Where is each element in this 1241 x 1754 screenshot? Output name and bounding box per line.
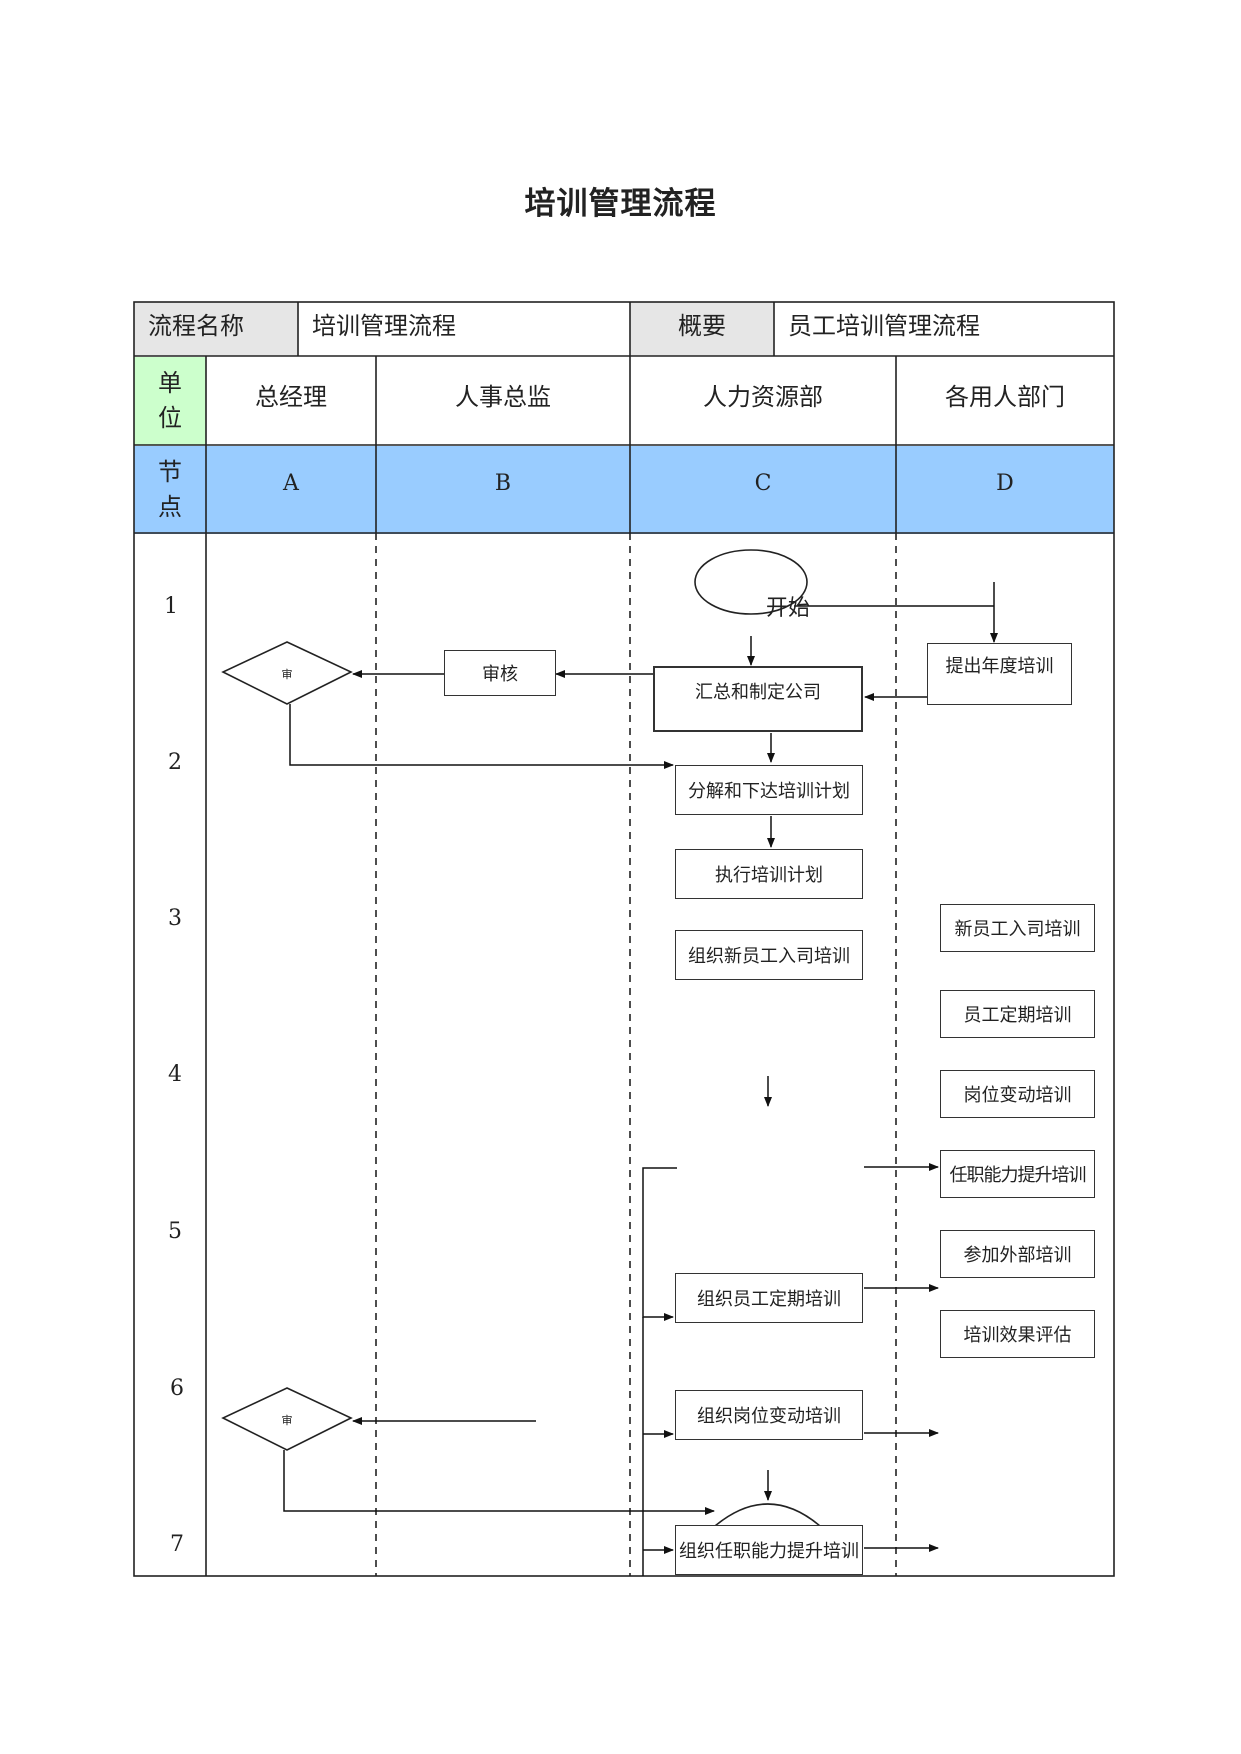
node-b: B [376, 446, 630, 534]
unit-hr-department: 人力资源部 [703, 382, 823, 411]
d-evaluate-box: 培训效果评估 [940, 1310, 1095, 1358]
page-title: 培训管理流程 [524, 186, 717, 222]
process-name-value: 培训管理流程 [312, 312, 456, 340]
org-regular-box: 组织员工定期培训 [675, 1273, 863, 1323]
d-new-box: 新员工入司培训 [940, 904, 1095, 952]
review-box: 审核 [444, 650, 556, 696]
row-number: 7 [170, 1532, 184, 1557]
row-number: 4 [168, 1062, 182, 1087]
unit-hr-director: 人事总监 [455, 382, 551, 411]
node-a: A [206, 446, 376, 534]
d-external-box: 参加外部培训 [940, 1230, 1095, 1278]
propose-box: 提出年度培训 [927, 643, 1072, 705]
summary-value: 员工培训管理流程 [788, 312, 980, 340]
summary-label: 概要 [630, 302, 774, 356]
decompose-box: 分解和下达培训计划 [675, 765, 863, 815]
start-label: 开始 [766, 596, 811, 621]
nodes-label: 节 点 [134, 446, 206, 534]
propose-text: 提出年度培训 [945, 656, 1054, 677]
decision-1: 审 [281, 668, 293, 681]
units-label: 单 位 [134, 357, 206, 445]
row-number: 6 [170, 1376, 184, 1401]
org-new-box: 组织新员工入司培训 [675, 930, 863, 980]
node-d: D [896, 446, 1114, 534]
row-number: 1 [164, 594, 178, 619]
d-ability-box: 任职能力提升培训 [940, 1150, 1095, 1198]
execute-box: 执行培训计划 [675, 849, 863, 899]
d-change-box: 岗位变动培训 [940, 1070, 1095, 1118]
row-number: 2 [168, 750, 182, 775]
row-number: 5 [168, 1219, 182, 1244]
summarize-box: 汇总和制定公司 [653, 666, 863, 732]
row-number: 3 [168, 906, 182, 931]
org-change-box: 组织岗位变动培训 [675, 1390, 863, 1440]
org-ability-box: 组织任职能力提升培训 [675, 1525, 863, 1575]
unit-general-manager: 总经理 [255, 382, 327, 411]
process-name-label: 流程名称 [134, 302, 298, 356]
node-c: C [630, 446, 896, 534]
d-regular-box: 员工定期培训 [940, 990, 1095, 1038]
decision-2: 审 [281, 1414, 293, 1427]
unit-user-departments: 各用人部门 [945, 382, 1065, 411]
